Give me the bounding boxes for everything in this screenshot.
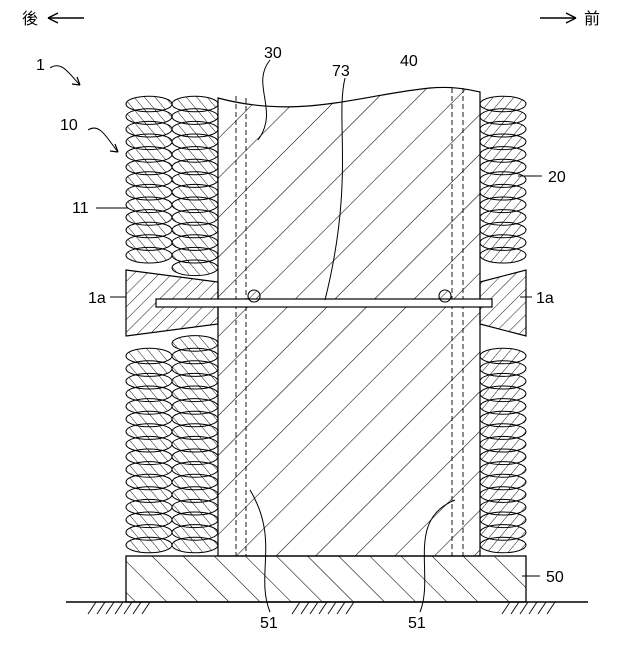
ground-hatch-tick bbox=[133, 602, 141, 614]
ground-hatch-tick bbox=[292, 602, 300, 614]
ground-hatch-tick bbox=[88, 602, 96, 614]
sandbag bbox=[480, 537, 526, 553]
ground-hatch-tick bbox=[319, 602, 327, 614]
ground-hatch-tick bbox=[529, 602, 537, 614]
ground-hatch-tick bbox=[511, 602, 519, 614]
label-20: 20 bbox=[548, 169, 566, 186]
ground-hatch-tick bbox=[502, 602, 510, 614]
sandbag bbox=[480, 247, 526, 263]
label-30: 30 bbox=[264, 45, 282, 62]
ground-hatch-tick bbox=[301, 602, 309, 614]
ground-hatch-tick bbox=[328, 602, 336, 614]
ground-hatch-tick bbox=[547, 602, 555, 614]
ground-hatch-tick bbox=[124, 602, 132, 614]
rear-direction-label: 後 bbox=[22, 10, 38, 28]
ground-hatch-tick bbox=[346, 602, 354, 614]
footing-base bbox=[126, 556, 526, 602]
sandbag bbox=[172, 260, 218, 276]
ground-hatch-tick bbox=[538, 602, 546, 614]
label-73: 73 bbox=[332, 63, 350, 80]
arrow-left-icon bbox=[48, 13, 84, 23]
rod-nut-rear bbox=[248, 290, 260, 302]
sandbag bbox=[126, 537, 172, 553]
core-fill-body bbox=[218, 87, 480, 556]
ground-hatch-tick bbox=[142, 602, 150, 614]
label-51-rear: 51 bbox=[260, 615, 278, 632]
label-11: 11 bbox=[72, 200, 89, 217]
ground-hatch-tick bbox=[337, 602, 345, 614]
ground-hatch-tick bbox=[115, 602, 123, 614]
label-51-front: 51 bbox=[408, 615, 426, 632]
ground-hatch-tick bbox=[310, 602, 318, 614]
label-1: 1 bbox=[36, 57, 45, 74]
sandbag bbox=[126, 247, 172, 263]
label-50: 50 bbox=[546, 569, 564, 586]
ground-hatching bbox=[88, 602, 555, 614]
ground-hatch-tick bbox=[520, 602, 528, 614]
front-direction-label: 前 bbox=[584, 10, 600, 28]
label-1a-front: 1a bbox=[536, 290, 554, 307]
label-10: 10 bbox=[60, 117, 78, 134]
rod-nut-front bbox=[439, 290, 451, 302]
label-40: 40 bbox=[400, 53, 418, 70]
label-1a-rear: 1a bbox=[88, 290, 106, 307]
arrow-right-icon bbox=[540, 13, 576, 23]
ground-hatch-tick bbox=[97, 602, 105, 614]
ground-hatch-tick bbox=[106, 602, 114, 614]
sandbag bbox=[172, 537, 218, 553]
